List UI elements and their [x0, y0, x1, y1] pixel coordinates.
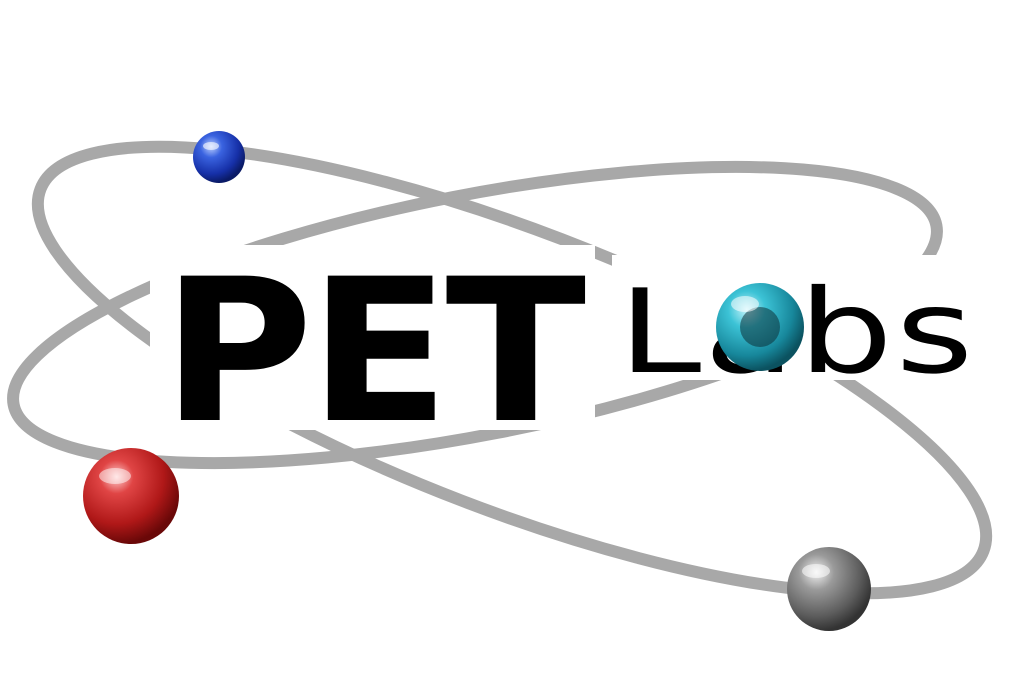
red-electron-sphere: [83, 448, 179, 544]
teal-electron-sphere: [716, 283, 804, 371]
blue-electron-sphere: [193, 131, 245, 183]
text-backdrop: [150, 245, 990, 430]
logo-wordmark-pet: PET: [162, 236, 585, 467]
orbit-ring-2: [7, 160, 943, 470]
gray-electron-sphere: [787, 547, 871, 631]
orbit-ring-1: [31, 140, 993, 600]
